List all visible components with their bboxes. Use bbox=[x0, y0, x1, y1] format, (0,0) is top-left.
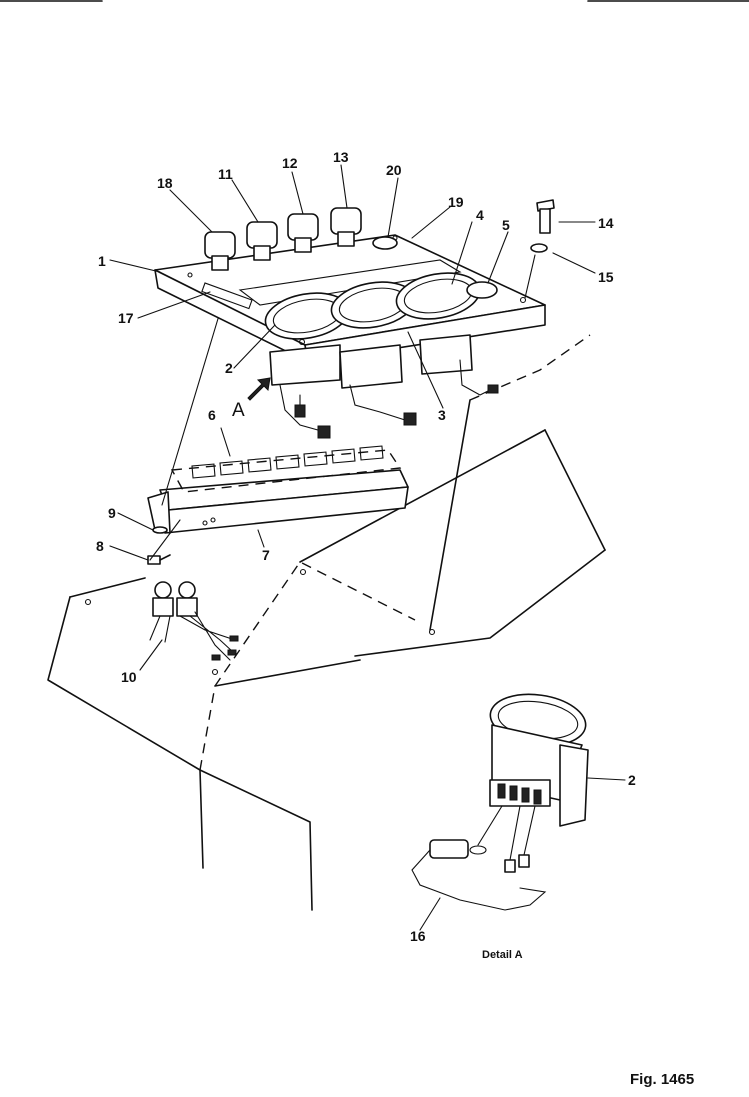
gauge-2 bbox=[264, 292, 350, 386]
gauge-3 bbox=[330, 281, 416, 389]
switch-11 bbox=[246, 221, 278, 261]
callout-2-detail: 2 bbox=[628, 772, 636, 788]
detail-a-gauge bbox=[411, 693, 589, 911]
callout-7: 7 bbox=[262, 547, 270, 563]
lamp-5 bbox=[466, 281, 498, 299]
washer-15 bbox=[530, 243, 548, 253]
callout-17: 17 bbox=[118, 310, 134, 326]
callout-9: 9 bbox=[108, 505, 116, 521]
callout-13: 13 bbox=[333, 149, 349, 165]
leader-lines bbox=[109, 164, 626, 931]
switch-13 bbox=[330, 207, 362, 247]
callout-11: 11 bbox=[218, 166, 233, 182]
console-housing bbox=[47, 334, 606, 911]
callout-3: 3 bbox=[438, 407, 446, 423]
mounting-bracket bbox=[147, 469, 409, 534]
gauge-4 bbox=[395, 272, 481, 375]
connector-harness bbox=[149, 581, 239, 661]
callout-5: 5 bbox=[502, 217, 510, 233]
screw-14 bbox=[536, 199, 555, 234]
callout-20: 20 bbox=[386, 162, 402, 178]
lamp-20 bbox=[372, 236, 398, 250]
callout-2: 2 bbox=[225, 360, 233, 376]
bolt-8 bbox=[147, 554, 171, 565]
callout-19: 19 bbox=[448, 194, 464, 210]
indicator-film bbox=[170, 445, 402, 493]
callout-12: 12 bbox=[282, 155, 298, 171]
callout-6: 6 bbox=[208, 407, 216, 423]
callout-4: 4 bbox=[476, 207, 484, 223]
callout-15: 15 bbox=[598, 269, 614, 285]
gauge-wiring bbox=[279, 359, 499, 439]
detail-caption: Detail A bbox=[482, 949, 523, 961]
washer-9 bbox=[152, 526, 168, 534]
callout-1: 1 bbox=[98, 253, 106, 269]
callout-16: 16 bbox=[410, 928, 426, 944]
view-marker-a: A bbox=[232, 400, 245, 421]
switch-18 bbox=[204, 231, 236, 271]
callout-14: 14 bbox=[598, 215, 614, 231]
callout-8: 8 bbox=[96, 538, 104, 554]
view-arrow-a bbox=[247, 377, 271, 401]
callout-18: 18 bbox=[157, 175, 173, 191]
callout-10: 10 bbox=[121, 669, 137, 685]
switch-12 bbox=[287, 213, 319, 253]
figure-number: Fig. 1465 bbox=[630, 1071, 694, 1088]
